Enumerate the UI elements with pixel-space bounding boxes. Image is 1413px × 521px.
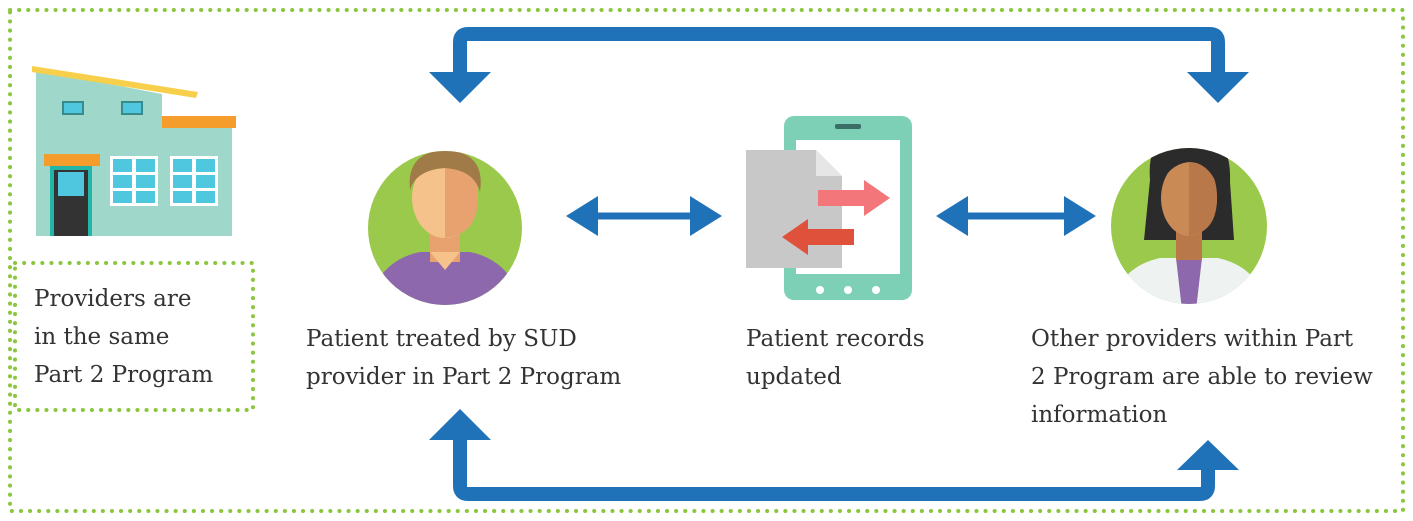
tablet-records-icon <box>746 116 912 300</box>
records-line-1: Patient records <box>746 326 925 352</box>
note-line-1: Providers are <box>34 286 192 312</box>
other-line-1: Other providers within Part <box>1031 326 1354 352</box>
other-providers-caption: Other providers within Part 2 Program ar… <box>1031 320 1373 434</box>
patient-line-2: provider in Part 2 Program <box>306 364 622 390</box>
note-dotted-box <box>13 261 255 412</box>
records-line-2: updated <box>746 364 842 390</box>
records-caption: Patient records updated <box>746 320 925 396</box>
other-line-2: 2 Program are able to review <box>1031 364 1373 390</box>
top-loop-arrow <box>429 27 1249 103</box>
same-program-note: Providers are in the same Part 2 Program <box>34 280 213 394</box>
note-line-2: in the same <box>34 324 170 350</box>
patient-caption: Patient treated by SUD provider in Part … <box>306 320 621 396</box>
house-icon <box>32 66 236 236</box>
male-patient-icon <box>368 151 522 305</box>
patient-line-1: Patient treated by SUD <box>306 326 577 352</box>
double-arrow-left <box>566 196 722 236</box>
double-arrow-right <box>936 196 1096 236</box>
other-line-3: information <box>1031 402 1168 428</box>
note-line-3: Part 2 Program <box>34 362 214 388</box>
bottom-loop-arrow <box>429 409 1239 501</box>
female-provider-icon <box>1111 148 1267 304</box>
